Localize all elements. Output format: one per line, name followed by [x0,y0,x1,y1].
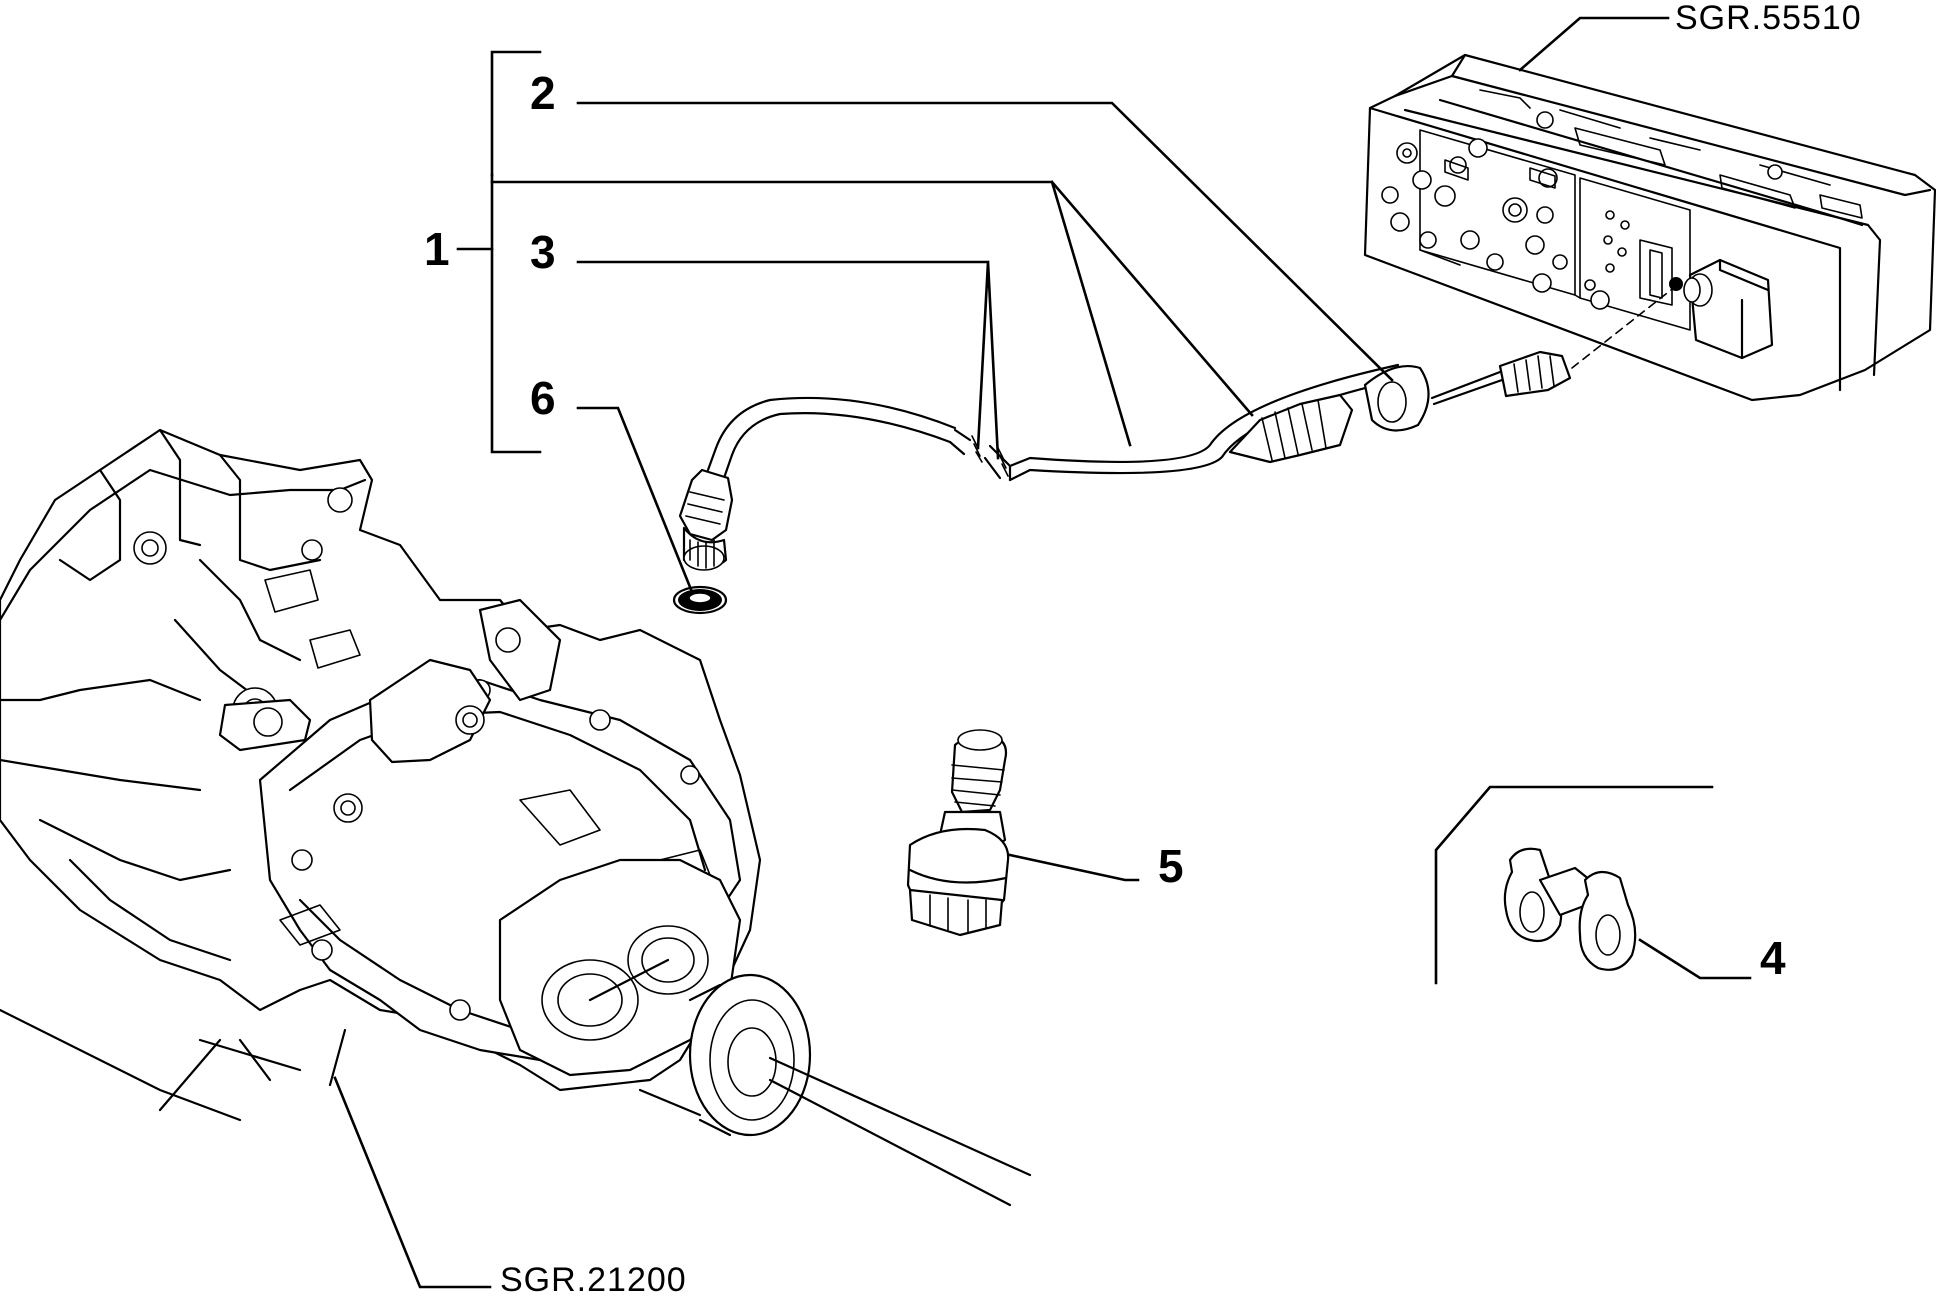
cable-clip [1503,847,1637,971]
callout-4: 4 [1760,932,1786,984]
callout-2: 2 [530,67,556,119]
reference-gearbox: SGR.21200 [500,1261,687,1296]
reference-instrument-panel: SGR.55510 [1675,0,1862,37]
callout-labels: 1 2 3 6 5 4 SGR.55510 SGR.21200 [424,0,1862,1296]
gearbox [0,428,1032,1207]
callout-1: 1 [424,223,450,275]
speedometer-socket [1669,258,1774,360]
leader-lines [333,16,1752,1289]
sensor-adapter [906,729,1010,937]
cluster-connectors [1381,111,1783,310]
callout-6: 6 [530,372,556,424]
callout-3: 3 [530,226,556,278]
instrument-cluster [1363,53,1936,402]
speedometer-cable [672,285,1677,615]
washer [672,585,728,615]
callout-5: 5 [1158,840,1184,892]
